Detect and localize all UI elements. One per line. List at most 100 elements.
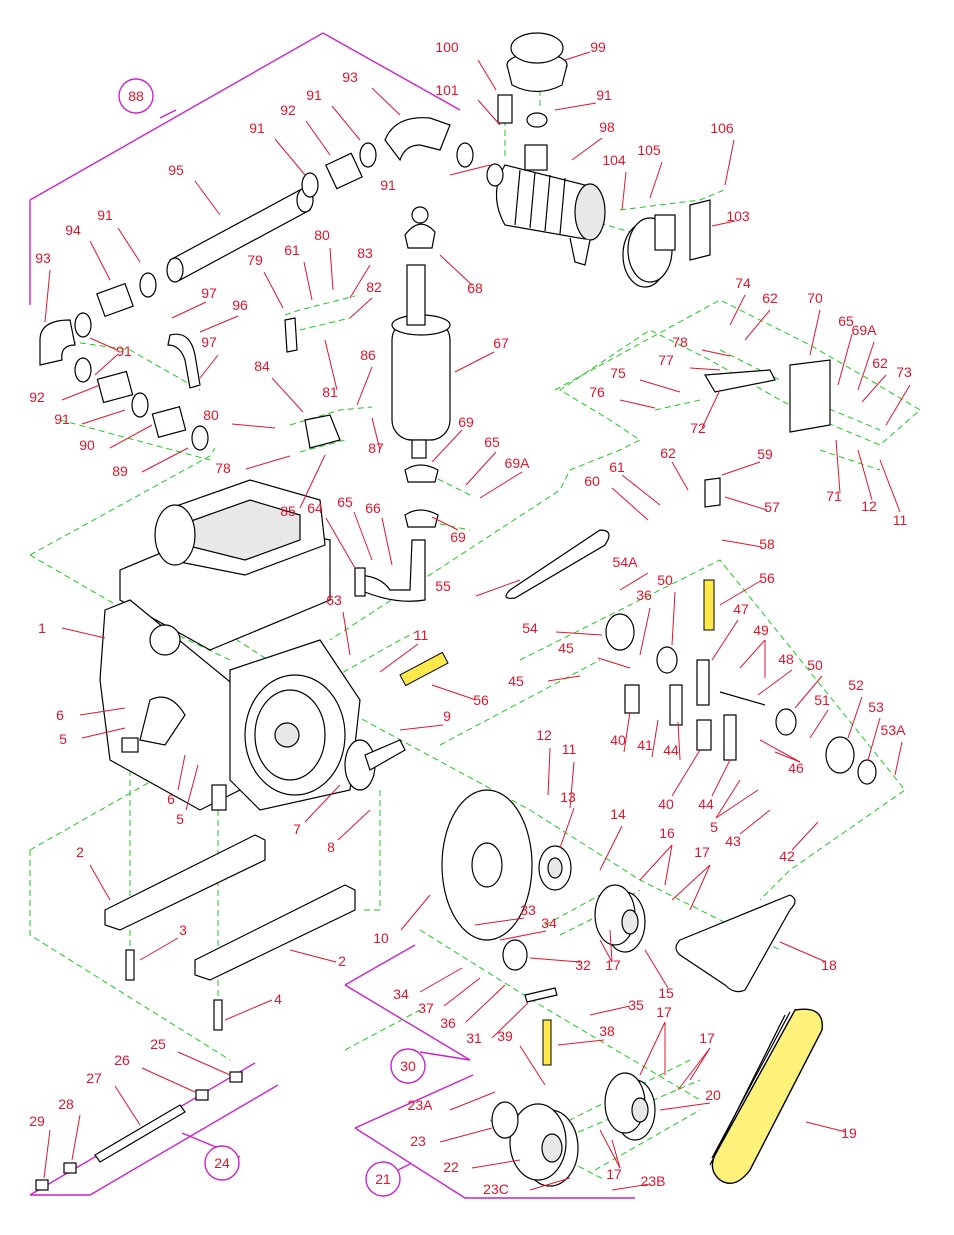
hub-13	[538, 845, 572, 891]
part-callout-36: 36	[440, 1015, 456, 1031]
part-callout-98: 98	[599, 119, 615, 135]
part-callout-92: 92	[29, 389, 45, 405]
part-callout-97: 97	[201, 285, 217, 301]
part-callout-78: 78	[672, 334, 688, 350]
hub-23	[491, 1101, 519, 1139]
part-callout-55: 55	[435, 578, 451, 594]
part-callout-39: 39	[497, 1028, 513, 1044]
part-callout-91: 91	[54, 411, 70, 427]
part-callout-17: 17	[656, 1004, 672, 1020]
spring-56-upper	[703, 579, 715, 631]
engine-1	[99, 479, 361, 811]
part-callout-63: 63	[326, 592, 342, 608]
part-callout-58: 58	[759, 536, 775, 552]
part-callout-57: 57	[764, 499, 780, 515]
part-callout-11: 11	[562, 741, 577, 757]
part-callout-91: 91	[116, 343, 132, 359]
bracket-79	[284, 317, 298, 353]
part-callout-45: 45	[508, 673, 524, 689]
part-callout-27: 27	[86, 1070, 102, 1086]
part-callout-5: 5	[710, 819, 718, 835]
sleeve-100	[497, 94, 513, 124]
part-callout-18: 18	[821, 957, 837, 973]
part-callout-49: 49	[753, 622, 769, 638]
hose-clamps-91	[74, 112, 548, 451]
part-callout-17: 17	[694, 844, 710, 860]
part-callout-6: 6	[167, 791, 175, 807]
part-callout-1: 1	[38, 620, 46, 636]
idler-32	[502, 939, 528, 971]
pulley-52	[825, 736, 855, 774]
part-callout-81: 81	[322, 384, 338, 400]
part-callout-69: 69	[450, 529, 466, 545]
part-callout-54: 54	[522, 620, 538, 636]
assembly-24-label: 24	[214, 1155, 230, 1171]
part-callout-76: 76	[589, 384, 605, 400]
part-callout-48: 48	[778, 651, 794, 667]
part-callout-44: 44	[663, 742, 679, 758]
part-callout-65: 65	[484, 434, 500, 450]
part-callout-36: 36	[636, 587, 652, 603]
part-callout-31: 31	[466, 1030, 482, 1046]
bearing-50b	[775, 708, 797, 736]
part-callout-46: 46	[788, 760, 804, 776]
part-callout-84: 84	[254, 358, 270, 374]
part-callout-3: 3	[179, 922, 187, 938]
elbow-93-lower	[39, 319, 76, 366]
rain-cap-68	[404, 206, 436, 249]
assembly-marker-88: 88	[118, 78, 154, 114]
part-callout-43: 43	[725, 833, 741, 849]
part-callout-94: 94	[65, 222, 81, 238]
plates-40-44	[624, 659, 737, 761]
hose-90	[151, 406, 187, 438]
part-callout-83: 83	[357, 245, 373, 261]
collar-53	[857, 759, 877, 785]
part-callout-19: 19	[841, 1125, 857, 1141]
part-callout-80: 80	[314, 227, 330, 243]
part-callout-99: 99	[590, 39, 606, 55]
part-callout-92: 92	[280, 102, 296, 118]
pulley-20	[604, 1072, 656, 1141]
part-callout-91: 91	[249, 120, 265, 136]
assembly-30-label: 30	[400, 1058, 416, 1074]
v-belt-18	[675, 894, 796, 993]
part-callout-47: 47	[733, 601, 749, 617]
part-callout-68: 68	[467, 280, 483, 296]
part-callout-29: 29	[29, 1113, 45, 1129]
pulley-54	[605, 613, 635, 651]
assembly-88-outline	[29, 32, 461, 305]
part-callout-28: 28	[58, 1096, 74, 1112]
part-callout-106: 106	[710, 120, 734, 136]
part-callout-96: 96	[232, 297, 248, 313]
part-callout-40: 40	[658, 796, 674, 812]
part-callout-86: 86	[360, 347, 376, 363]
part-callout-7: 7	[293, 821, 301, 837]
part-callout-73: 73	[896, 364, 912, 380]
part-callout-50: 50	[807, 657, 823, 673]
part-callout-82: 82	[366, 279, 382, 295]
part-callout-93: 93	[35, 250, 51, 266]
part-callout-77: 77	[658, 352, 674, 368]
part-callout-72: 72	[690, 420, 706, 436]
part-callout-70: 70	[807, 290, 823, 306]
part-callout-17: 17	[605, 957, 621, 973]
bearing-50a	[656, 646, 678, 674]
part-callout-23a: 23A	[408, 1097, 434, 1113]
part-callout-14: 14	[610, 806, 626, 822]
part-callout-75: 75	[610, 365, 626, 381]
part-callout-42: 42	[779, 848, 795, 864]
part-callout-89: 89	[112, 463, 128, 479]
air-cleaner-body-98	[496, 144, 606, 266]
part-callout-50: 50	[657, 572, 673, 588]
muffler-67	[391, 264, 451, 459]
part-callout-74: 74	[735, 275, 751, 291]
part-callout-5: 5	[59, 731, 67, 747]
part-callout-23c: 23C	[483, 1181, 509, 1197]
assembly-21-outline	[354, 1074, 635, 1199]
fittings-25-29	[35, 1071, 243, 1191]
assembly-30-outline	[344, 944, 471, 1061]
mount-bracket-70	[789, 359, 831, 433]
